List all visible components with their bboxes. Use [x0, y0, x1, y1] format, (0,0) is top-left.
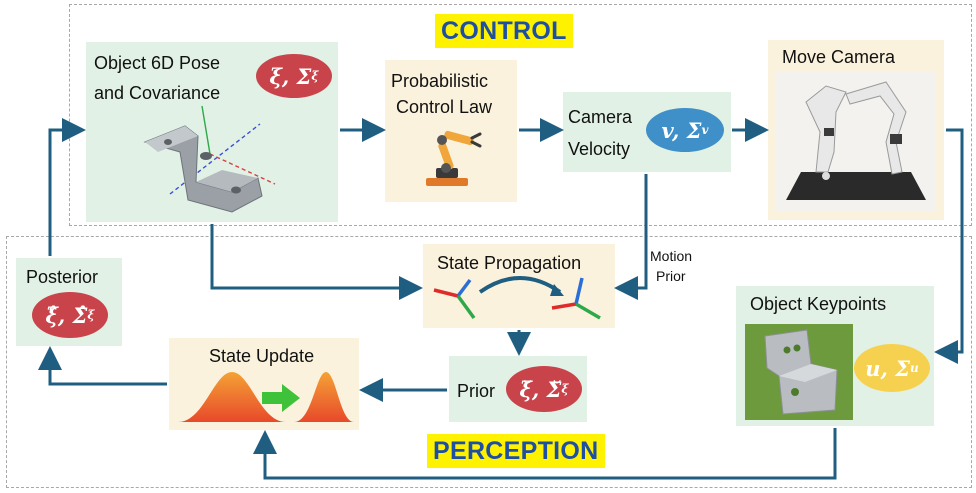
state-propagation-box [423, 244, 615, 328]
robot-arm-icon [426, 130, 482, 186]
right-arrow-icon [262, 384, 300, 412]
prior-label: Prior [457, 381, 496, 401]
object-keypoints-label: Object Keypoints [750, 294, 887, 314]
velocity-math-sub: v [701, 123, 709, 137]
prior-math-sub: ξ [561, 382, 569, 396]
keypoints-math-sub: u [910, 361, 919, 375]
control-title: CONTROL [435, 14, 573, 48]
gaussian-curve-icon [178, 372, 354, 422]
velocity-math: v, Σ [661, 117, 702, 143]
prior-math: ξ̆, Σ̆ [519, 376, 562, 402]
object-pose-label-1: Object 6D Pose [94, 53, 221, 73]
motion-prior-label-1: Motion [650, 248, 693, 264]
bracket-photo [745, 324, 853, 420]
keypoints-math: u, Σ [865, 355, 910, 381]
object-pose-label-2: and Covariance [94, 83, 221, 103]
state-propagation-label: State Propagation [437, 253, 582, 273]
coordinate-frame-icon [433, 276, 601, 320]
prior-math-badge: ξ̆, Σ̆ξ [506, 366, 582, 412]
metal-bracket-3d-icon [143, 105, 276, 213]
camera-velocity-label-1: Camera [568, 107, 633, 127]
perception-region [6, 236, 972, 488]
posterior-label: Posterior [26, 267, 99, 287]
control-law-label-1: Probabilistic [391, 71, 489, 91]
robot-arm-photo [776, 72, 936, 212]
posterior-math: ξ̂, Σ̂ [45, 302, 88, 328]
perception-title: PERCEPTION [427, 434, 605, 468]
move-camera-label: Move Camera [782, 47, 896, 67]
pose-math: ξ, Σ [269, 63, 312, 89]
motion-prior-label-2: Prior [656, 268, 686, 284]
camera-velocity-label-2: Velocity [568, 139, 631, 159]
state-update-label: State Update [209, 346, 315, 366]
posterior-math-badge: ξ̂, Σ̂ξ [32, 292, 108, 338]
posterior-math-sub: ξ [87, 308, 95, 322]
control-region [69, 4, 972, 226]
control-law-label-2: Control Law [396, 97, 493, 117]
pose-math-sub: ξ [311, 69, 319, 83]
